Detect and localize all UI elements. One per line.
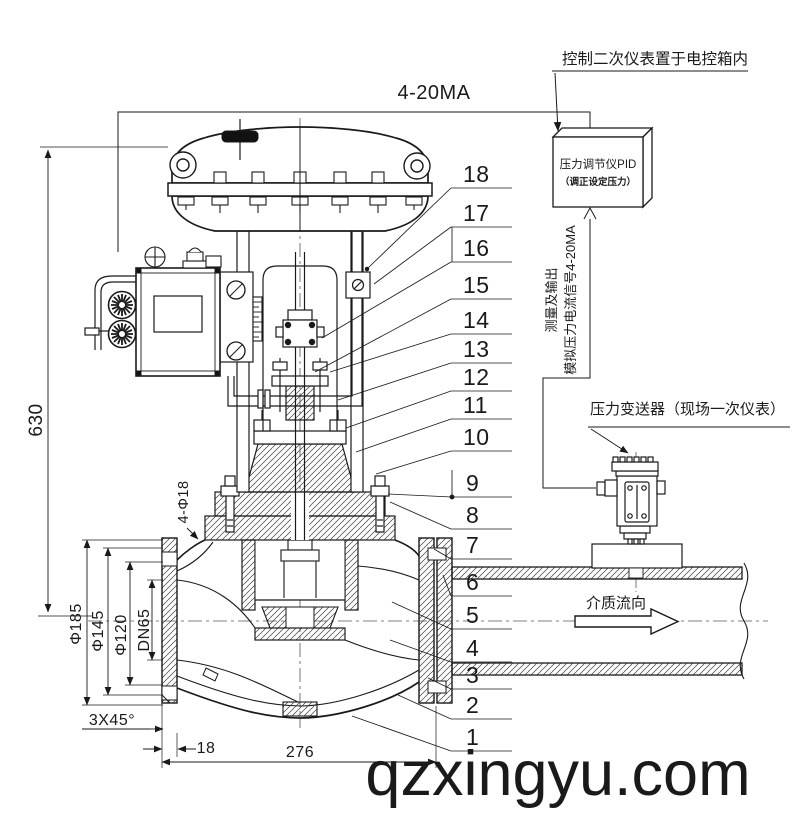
- callout-11: 11: [463, 392, 488, 418]
- callout-10: 10: [463, 424, 490, 450]
- callout-leaders: [314, 187, 512, 752]
- open-arrowhead: [583, 206, 597, 220]
- terminal-cap-teeth: [612, 456, 654, 463]
- callout-17: 17: [463, 200, 490, 226]
- callout-15: 15: [463, 272, 490, 298]
- dimension-lines: [38, 146, 437, 768]
- valve-plug: [280, 539, 320, 598]
- callout-13: 13: [463, 336, 490, 362]
- measure-note-line2: 模拟压力电流信号4-20MA: [563, 225, 578, 375]
- cable-entry-left: [596, 481, 606, 496]
- gauge-manifold: [84, 275, 136, 350]
- pressure-gauge-bottom: [107, 319, 137, 349]
- measure-signal-wire: [542, 219, 596, 489]
- actuator: [167, 119, 433, 232]
- transmitter-label: 压力变送器（现场一次仪表）: [590, 401, 785, 418]
- flow-direction-arrow: [574, 607, 680, 636]
- control-note-label: 控制二次仪表置于电控箱内: [562, 50, 748, 68]
- vent-plug: [221, 119, 259, 160]
- dim-overall-height: 630: [26, 403, 47, 436]
- texts: 4-20MA 控制二次仪表置于电控箱内 压力调节仪PID （调正设定压力） 测量…: [26, 50, 785, 761]
- pid-controller-box: [551, 126, 654, 209]
- transmitter-leader-arrow: [590, 428, 629, 454]
- callout-5: 5: [466, 602, 479, 628]
- flange-stud-right: [370, 475, 390, 533]
- transmitter-mount-block: [591, 543, 683, 569]
- terminal-cap: [611, 461, 659, 472]
- dim-nominal-bore: DN65: [136, 609, 153, 652]
- callout-6: 6: [466, 569, 479, 595]
- packing-gland: [271, 358, 329, 421]
- positioner-window: [153, 295, 203, 333]
- dim-bolt-circle: Φ145: [90, 610, 107, 651]
- callout-numbers: 18 17 16 15 14 13 12 11 10 9 8 7 6 5 4 3…: [463, 161, 490, 750]
- bottom-boss: [282, 701, 318, 717]
- callout-14: 14: [463, 307, 490, 333]
- dim-flange-thickness: 18: [197, 740, 216, 757]
- callout-3: 3: [466, 662, 479, 688]
- inlet-flange: [161, 537, 178, 704]
- dim-bolt-holes: 4-Φ18: [176, 480, 192, 523]
- callout-7: 7: [466, 532, 479, 558]
- dim-chamfer: 3X45°: [89, 712, 135, 729]
- cable-entry-right: [656, 480, 666, 495]
- callout-2: 2: [466, 692, 479, 718]
- dim-face-to-face: 276: [286, 744, 314, 761]
- callout-18: 18: [463, 161, 490, 187]
- callout-4: 4: [466, 635, 479, 661]
- positioner-top-fittings: [144, 246, 222, 269]
- loop-signal-label: 4-20MA: [397, 82, 470, 104]
- cage-and-seat: [241, 539, 359, 641]
- dim-flange-od: Φ185: [68, 603, 85, 644]
- signal-loop: [117, 70, 790, 489]
- bonnet-bolts: [253, 410, 347, 432]
- bonnet: [204, 358, 396, 541]
- callout-1: 1: [466, 724, 479, 750]
- travel-scale: [252, 296, 263, 342]
- valve-stem: [275, 252, 325, 540]
- output-signal-wire: [117, 111, 591, 252]
- eyebolt-right: [403, 152, 431, 180]
- callout-9: 9: [466, 470, 479, 496]
- measure-note-line1: 测量及输出: [544, 267, 559, 332]
- outlet-flange-pair: [418, 537, 453, 704]
- callout-12: 12: [463, 364, 490, 390]
- valve-body: [161, 537, 453, 719]
- callout-8: 8: [466, 502, 479, 528]
- pipe-break-line: [739, 562, 749, 680]
- pressure-gauge-top: [107, 290, 137, 320]
- pressure-transmitter: [591, 456, 683, 579]
- positioner: [84, 246, 263, 377]
- watermark-text: qzxingyu.com: [365, 739, 750, 809]
- pid-title: 压力调节仪PID: [560, 158, 637, 171]
- dim-raised-face: Φ120: [113, 614, 130, 655]
- eyebolt-left: [169, 151, 197, 179]
- pid-subtitle: （调正设定压力）: [560, 176, 636, 188]
- note-leader-arrow: [553, 72, 562, 132]
- callout-16: 16: [463, 235, 490, 261]
- flow-direction-label: 介质流向: [586, 595, 646, 612]
- yoke-window-arch: [262, 265, 338, 431]
